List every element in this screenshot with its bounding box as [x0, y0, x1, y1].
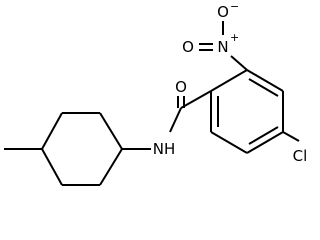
ring-bond-3 [246, 131, 284, 154]
bond-ring-cl [282, 131, 300, 142]
ring-bond-6 [210, 69, 248, 92]
cyclohexane-bond-3 [41, 112, 63, 150]
atom-o-minus: O [217, 3, 229, 21]
ring-bond-1 [246, 69, 284, 92]
atom-o-minus-charge: − [230, 0, 239, 13]
ring-bond-1-inner [248, 78, 279, 97]
bonds [4, 21, 300, 186]
ring-bond-3-inner [248, 126, 279, 145]
cyclohexane-bond-4 [41, 148, 63, 186]
molecule-structure: O − N + O O NH Cl [4, 0, 308, 186]
atom-cl: Cl [293, 147, 308, 165]
bond-carbonyl-n [169, 107, 182, 133]
cyclohexane-bond-6 [99, 148, 123, 186]
atom-o-carbonyl: O [175, 78, 187, 96]
atom-n-plus-charge: + [230, 31, 239, 44]
bond-ring-carbonyl [180, 90, 212, 109]
atom-labels: O − N + O O NH Cl [153, 0, 308, 165]
atom-o-nitro: O [182, 38, 194, 56]
atom-n-plus: N [217, 38, 228, 56]
ring-bond-4 [210, 131, 248, 154]
atom-nh: NH [153, 140, 176, 158]
bond-n-ring [230, 55, 248, 71]
cyclohexane-bond-1 [99, 112, 123, 150]
